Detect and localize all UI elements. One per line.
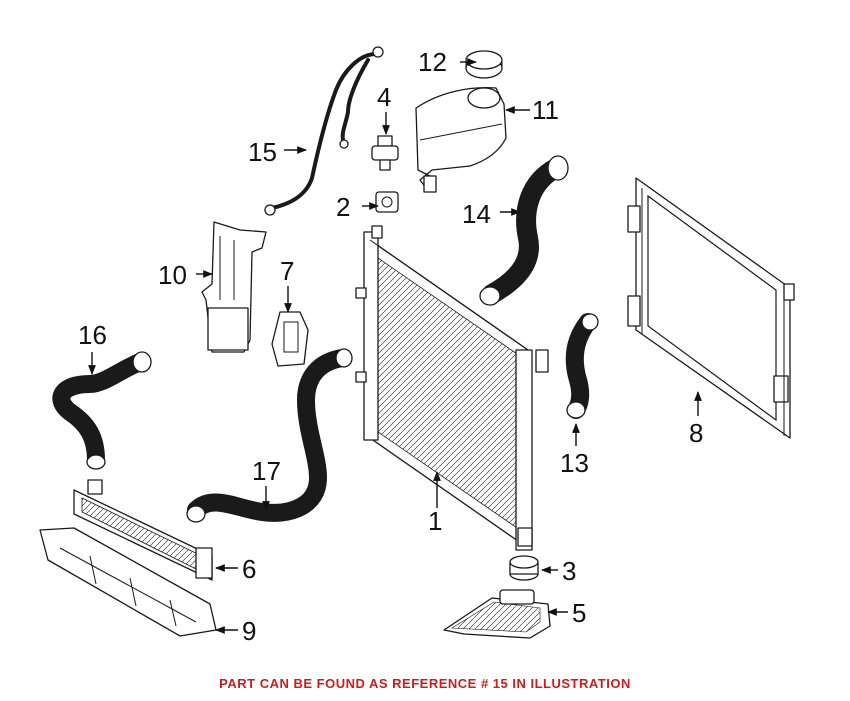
bracket-part xyxy=(271,311,309,367)
callout-5: 5 xyxy=(572,598,587,628)
vent-hose-part xyxy=(264,46,384,216)
lower-small-hose-part xyxy=(565,313,599,419)
callout-9: 9 xyxy=(242,616,257,646)
lower-radiator-hose-part xyxy=(186,348,353,523)
upper-hose-part xyxy=(479,155,569,306)
callout-2: 2 xyxy=(336,192,351,222)
callout-14: 14 xyxy=(462,199,491,229)
grommet-part xyxy=(509,555,539,581)
reference-caption: PART CAN BE FOUND AS REFERENCE # 15 IN I… xyxy=(219,676,631,691)
radiator-part xyxy=(355,225,549,551)
leader-lines xyxy=(88,58,702,634)
air-deflector-part xyxy=(39,527,217,637)
callout-17: 17 xyxy=(252,456,281,486)
expansion-tank-part xyxy=(415,86,507,193)
intercooler-hose-part xyxy=(52,351,152,470)
callout-12: 12 xyxy=(418,47,447,77)
callout-16: 16 xyxy=(78,320,107,350)
callout-10: 10 xyxy=(158,260,187,290)
bleed-screw-part xyxy=(371,135,399,171)
cap-part xyxy=(465,50,503,79)
callout-3: 3 xyxy=(562,556,577,586)
mount-part xyxy=(375,191,399,213)
callout-11: 11 xyxy=(532,95,559,125)
callout-1: 1 xyxy=(428,506,443,536)
callout-6: 6 xyxy=(242,554,257,584)
callout-15: 15 xyxy=(248,137,277,167)
air-duct-part xyxy=(201,221,267,353)
radiator-frame-part xyxy=(627,177,795,439)
splash-shield-part xyxy=(443,589,551,639)
callout-4: 4 xyxy=(377,82,392,112)
callout-13: 13 xyxy=(560,448,589,478)
callout-8: 8 xyxy=(689,418,704,448)
intercooler-part xyxy=(73,479,213,581)
callout-7: 7 xyxy=(280,256,295,286)
